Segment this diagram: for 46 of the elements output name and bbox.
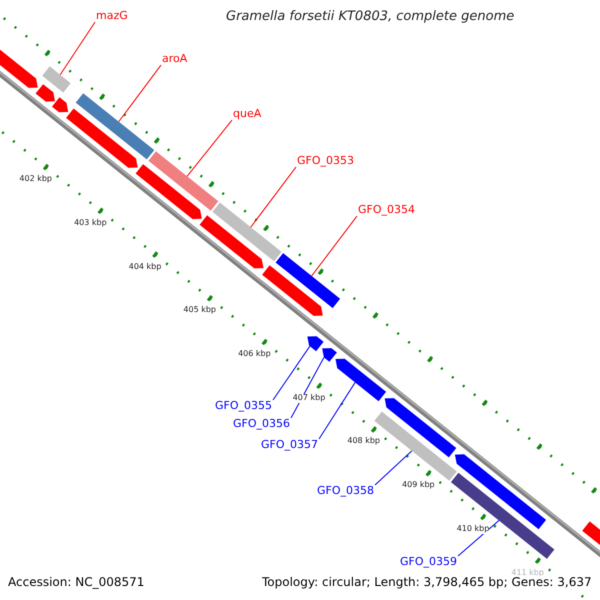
gene-segment (148, 151, 218, 211)
ruler-label: 409 kbp (402, 481, 435, 490)
leader-line (60, 22, 96, 76)
ruler-label: 402 kbp (19, 175, 52, 184)
gene-segment (336, 358, 386, 402)
leader-line (250, 166, 296, 228)
leader-line (311, 216, 358, 276)
gene-label: GFO_0353 (297, 155, 354, 168)
gene-segment (76, 93, 154, 160)
leader-line (458, 520, 500, 556)
gene-segment (262, 265, 323, 316)
gene-label: mazG (96, 10, 128, 22)
ruler-label: 410 kbp (456, 524, 490, 534)
gene-label: queA (233, 108, 262, 120)
gene-segment (212, 202, 282, 262)
ruler-label: 407 kbp (292, 394, 326, 402)
gene-segment (322, 348, 337, 362)
gene-label: GFO_0358 (317, 485, 374, 498)
leader-line (118, 64, 162, 122)
ruler-label: 405 kbp (183, 306, 216, 316)
gene-label: GFO_0355 (215, 400, 272, 412)
gene-segment (36, 84, 55, 102)
ruler-label: 406 kbp (238, 350, 271, 359)
gene-segment (384, 398, 456, 458)
gene-label: GFO_0356 (233, 418, 290, 430)
ruler-label: 404 kbp (128, 262, 162, 272)
gene-segment (200, 215, 264, 268)
title: Gramella forsetii KT0803, complete genome (226, 10, 514, 24)
footer-text: Topology: circular; Length: 3,798,465 bp; Genes: 3,637 (262, 576, 592, 590)
gene-label: aroA (162, 53, 188, 66)
gene-segment (307, 336, 324, 352)
ruler-label: 408 kbp (347, 437, 380, 446)
leader-line (186, 120, 232, 177)
leader-line (272, 346, 310, 400)
gene-segment (66, 108, 138, 168)
leader-line (374, 450, 412, 486)
footer-text: Accession: NC_008571 (8, 576, 144, 590)
gene-label: GFO_0357 (261, 439, 318, 452)
gene-label: GFO_0354 (358, 204, 416, 216)
ruler-label: 403 kbp (74, 218, 107, 228)
gene-segment (136, 164, 202, 220)
gene-segment (276, 253, 340, 308)
leader-line (318, 382, 356, 440)
gene-label: GFO_0359 (400, 556, 458, 568)
gene-segment (42, 66, 71, 93)
gene-segment (52, 97, 68, 112)
